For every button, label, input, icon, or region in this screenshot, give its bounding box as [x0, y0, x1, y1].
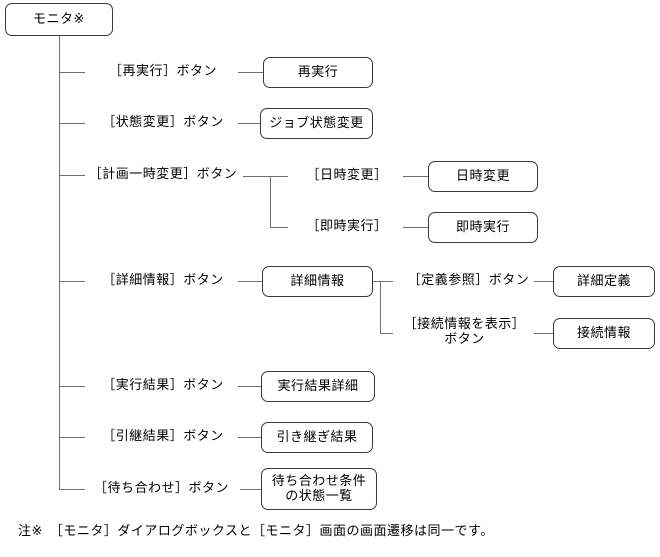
submenu-connector-4b [534, 333, 553, 334]
branch-label-5: ［実行結果］ボタン [102, 378, 224, 393]
subsplit-stub-4b [380, 333, 393, 334]
submenu-connector-3a [403, 176, 428, 177]
node-connection-information[interactable]: 接続情報 [553, 318, 655, 349]
branch-connector-2 [238, 123, 260, 124]
branch-label-2: ［状態変更］ボタン [102, 115, 224, 130]
node-rerun[interactable]: 再実行 [263, 57, 373, 88]
subsplit-vertical-4 [380, 281, 381, 333]
submenu-label-3b: ［即時実行］ [306, 219, 388, 234]
branch-stub-4 [59, 281, 85, 282]
branch-connector-5 [238, 386, 261, 387]
branch-stub-1 [59, 72, 85, 73]
branch-stub-6 [59, 437, 85, 438]
branch4-right-connector [373, 281, 380, 282]
branch-connector-3 [243, 176, 270, 177]
node-execution-result-detail[interactable]: 実行結果詳細 [261, 371, 375, 402]
branch-stub-2 [59, 123, 85, 124]
subsplit-stub-4a [380, 281, 393, 282]
footnote-text: 注※ ［モニタ］ダイアログボックスと［モニタ］画面の画面遷移は同一です。 [18, 524, 494, 539]
subsplit-stub-3a [270, 176, 288, 177]
node-detail-information[interactable]: 詳細情報 [262, 266, 373, 297]
node-immediate-execution[interactable]: 即時実行 [428, 212, 538, 243]
branch-connector-1 [238, 72, 263, 73]
branch-label-1: ［再実行］ボタン [108, 64, 217, 79]
node-wait-condition-status-list[interactable]: 待ち合わせ条件 の状態一覧 [261, 468, 377, 510]
branch-label-4: ［詳細情報］ボタン [102, 273, 224, 288]
submenu-label-4b: ［接続情報を表示］ ボタン [403, 317, 526, 347]
submenu-connector-3b [403, 227, 428, 228]
branch-connector-7 [240, 489, 261, 490]
subsplit-stub-3b [270, 227, 288, 228]
branch-label-6: ［引継結果］ボタン [102, 429, 224, 444]
submenu-label-3a: ［日時変更］ [306, 168, 388, 183]
node-job-status-change[interactable]: ジョブ状態変更 [260, 108, 373, 139]
trunk-vertical-line [59, 36, 60, 489]
node-detail-definition[interactable]: 詳細定義 [553, 266, 655, 297]
submenu-connector-4a [534, 281, 553, 282]
node-datetime-change[interactable]: 日時変更 [428, 161, 538, 192]
branch-stub-3 [59, 175, 85, 176]
branch-label-3: ［計画一時変更］ボタン [88, 167, 238, 182]
branch-stub-7 [59, 489, 85, 490]
subsplit-vertical-3 [270, 176, 271, 227]
node-handover-result[interactable]: 引き継ぎ結果 [261, 422, 373, 453]
node-monitor-root[interactable]: モニタ※ [5, 3, 113, 36]
branch-connector-4 [238, 281, 262, 282]
submenu-label-4a: ［定義参照］ボタン [407, 273, 530, 288]
branch-stub-5 [59, 386, 85, 387]
branch-connector-6 [238, 437, 261, 438]
branch-label-7: ［待ち合わせ］ボタン [93, 481, 229, 496]
